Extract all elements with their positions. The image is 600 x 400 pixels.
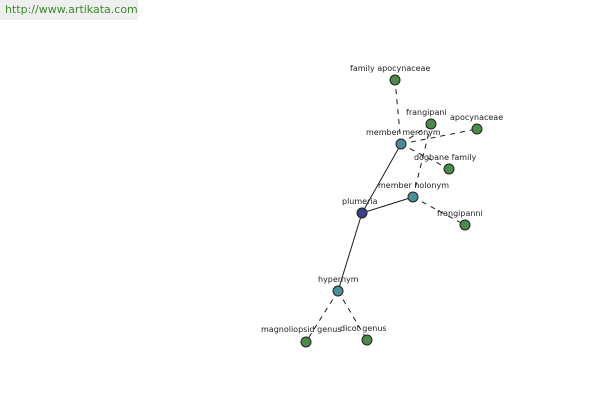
source-url[interactable]: http://www.artikata.com	[0, 0, 138, 20]
nodes-layer	[300, 74, 483, 348]
node-magnoliopsid-genus[interactable]	[300, 336, 312, 348]
edge-plumeria-to-member-holonym	[361, 196, 414, 214]
node-frangipanni[interactable]	[459, 219, 471, 231]
edge-plumeria-to-hypernym	[337, 212, 363, 292]
edges-layer	[305, 79, 478, 343]
node-plumeria[interactable]	[356, 207, 368, 219]
node-label-apocynaceae: apocynaceae	[450, 113, 503, 122]
node-label-frangipani: frangipani	[406, 108, 447, 117]
node-label-member-meronym: member meronym	[366, 128, 441, 137]
node-apocynaceae[interactable]	[471, 123, 483, 135]
node-dicot-genus[interactable]	[361, 334, 373, 346]
node-label-magnoliopsid-genus: magnoliopsid genus	[261, 325, 341, 334]
edge-plumeria-to-member-meronym	[361, 143, 402, 214]
node-label-frangipanni: frangipanni	[437, 209, 483, 218]
node-dogbane-family[interactable]	[443, 163, 455, 175]
edge-hypernym-to-magnoliopsid-genus	[305, 290, 339, 343]
node-label-dogbane-family: dogbane family	[414, 153, 477, 162]
edge-member-meronym-to-frangipani	[400, 123, 432, 145]
edge-member-meronym-to-family-apocynaceae	[394, 79, 402, 145]
labels-layer: plumeria member meronym member holonym hype…	[261, 64, 503, 334]
node-label-dicot-genus: dicot genus	[340, 324, 387, 333]
node-label-member-holonym: member holonym	[378, 181, 449, 190]
edge-member-holonym-to-frangipani	[412, 123, 432, 198]
node-member-holonym[interactable]	[407, 191, 419, 203]
node-label-family-apocynaceae: family apocynaceae	[350, 64, 430, 73]
node-label-hypernym: hypernym	[318, 275, 359, 284]
node-hypernym[interactable]	[332, 285, 344, 297]
edge-member-meronym-to-apocynaceae	[400, 128, 478, 145]
node-frangipani[interactable]	[425, 118, 437, 130]
node-member-meronym[interactable]	[395, 138, 407, 150]
node-label-plumeria: plumeria	[342, 197, 378, 206]
node-family-apocynaceae[interactable]	[389, 74, 401, 86]
